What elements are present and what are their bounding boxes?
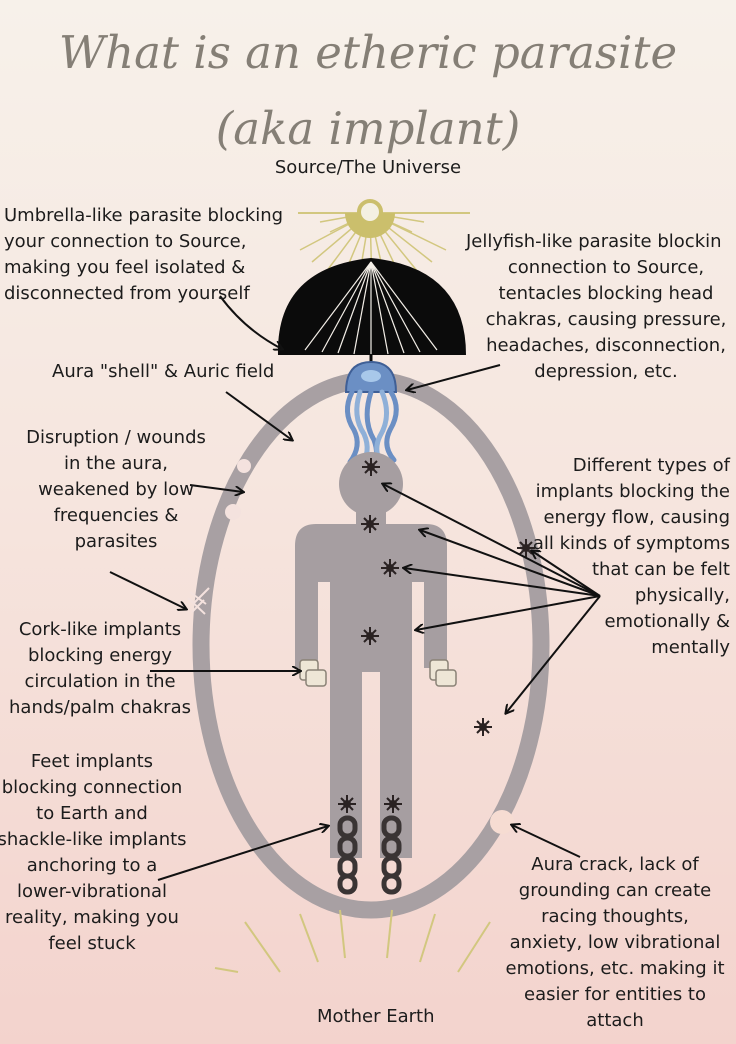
earth-label: Mother Earth [317, 1006, 435, 1027]
crack-arrow [512, 825, 581, 858]
jellyfish-label: Jellyfish-like parasite blockin connecti… [466, 231, 727, 382]
title-line-1: What is an etheric parasite [58, 26, 678, 79]
umbrella-arrow [219, 295, 282, 349]
wound-arrow [109, 571, 186, 609]
implant-arrow-4 [416, 595, 601, 630]
implant-splat [381, 559, 399, 577]
implant-arrow-3 [404, 568, 601, 597]
implant-arrow-6 [532, 551, 601, 597]
earth-rays [214, 909, 491, 973]
implant-splat [362, 458, 380, 476]
implant-arrow-1 [383, 484, 601, 597]
disruption-label: Disruption / wounds in the aura, weakene… [26, 427, 206, 552]
implant-splat [384, 795, 402, 813]
implant-markers [338, 458, 535, 813]
implant-splat [361, 515, 379, 533]
implants-label: Different types of implants blocking the… [532, 455, 730, 658]
umbrella-label: Umbrella-like parasite blocking your con… [4, 205, 284, 304]
cork-label: Cork-like implants blocking energy circu… [9, 619, 191, 718]
jellyfish-arrow [407, 364, 501, 390]
feet-arrow [157, 826, 328, 881]
crack-label: Aura crack, lack of grounding can create… [505, 854, 725, 1031]
pointer-arrows [109, 295, 601, 881]
aura-wound [187, 587, 210, 615]
implant-splat [338, 795, 356, 813]
cork-implants [299, 659, 457, 687]
jellyfish-parasite [344, 360, 399, 475]
source-label: Source/The Universe [274, 157, 462, 178]
human-figure [295, 452, 447, 858]
disruption-arrow [189, 484, 243, 492]
aura-shell-label: Aura "shell" & Auric field [52, 361, 275, 382]
title-line-2: (aka implant) [215, 102, 521, 155]
implant-splat [361, 627, 379, 645]
implant-arrow-2 [420, 530, 601, 597]
umbrella-parasite [277, 258, 466, 372]
aura-shell-arrow [225, 391, 292, 440]
feet-label: Feet implants blocking connection to Ear… [0, 751, 187, 954]
shackle-chains [337, 815, 402, 895]
source-sun [298, 199, 470, 287]
implant-splat [474, 718, 492, 736]
implant-arrow-5 [506, 595, 601, 713]
